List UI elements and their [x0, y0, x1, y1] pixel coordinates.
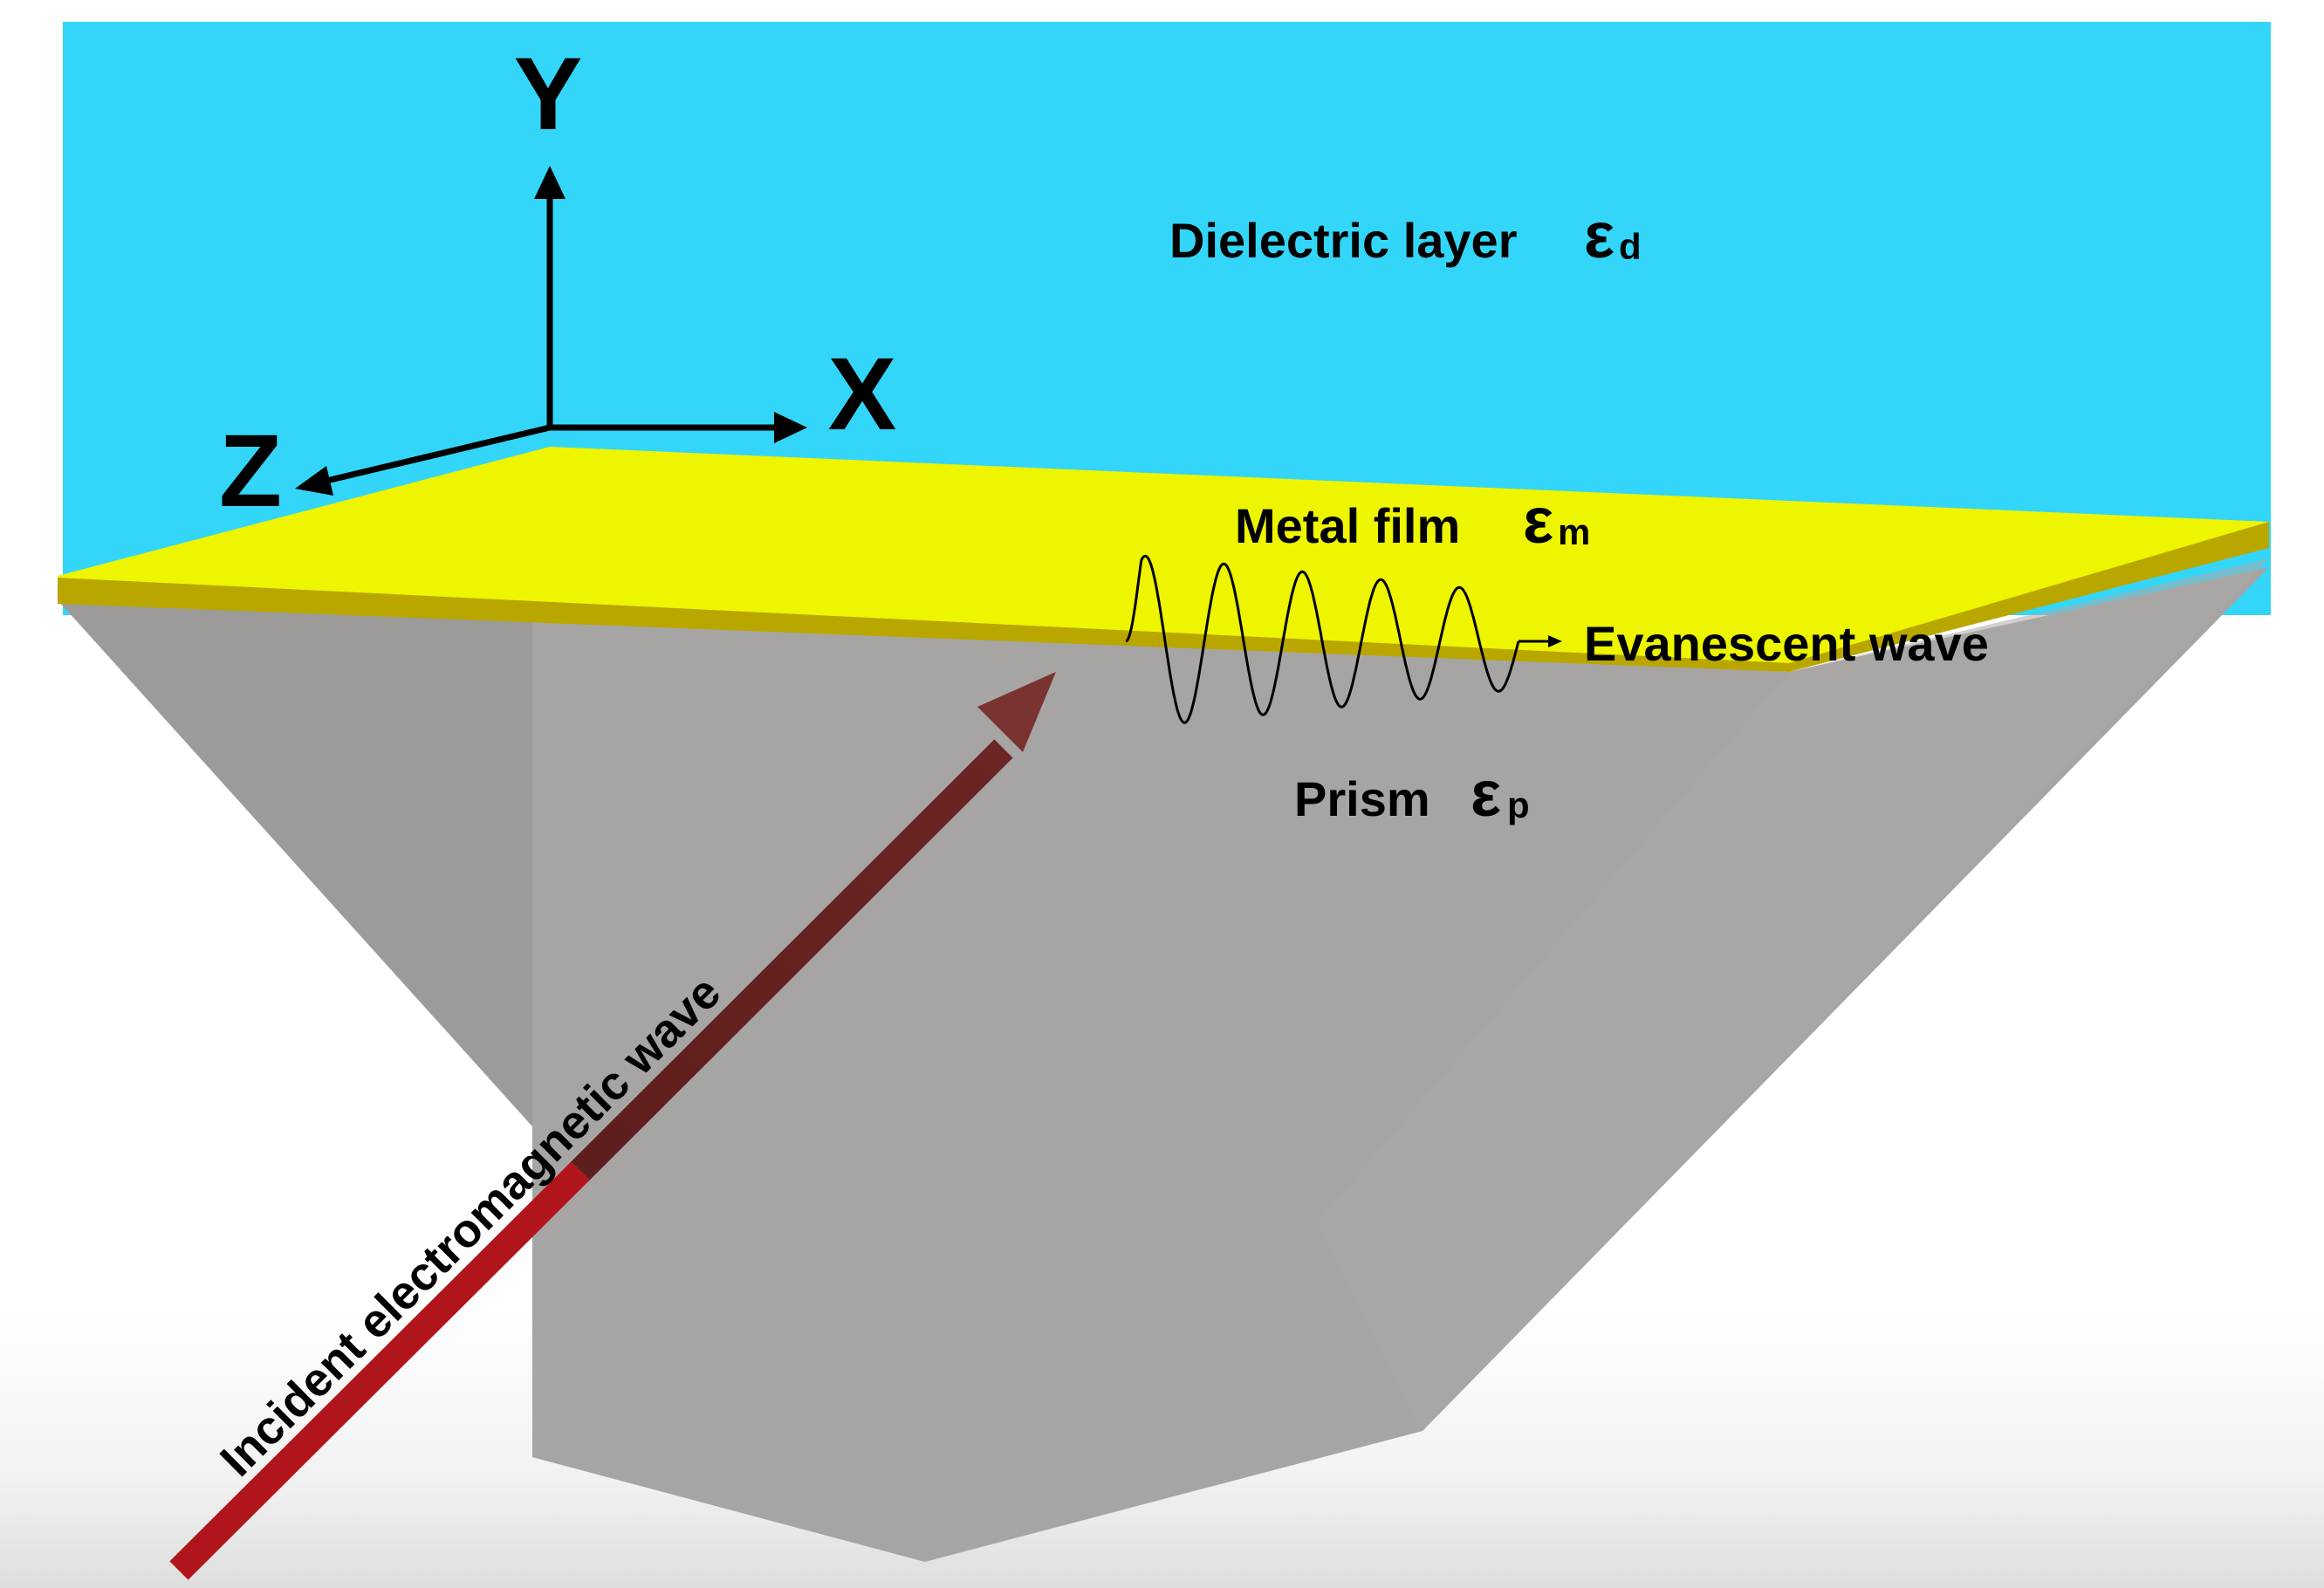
x-axis-arrowhead — [774, 412, 807, 443]
dielectric-label-text: Dielectric layer — [1169, 213, 1517, 268]
z-axis-label: Z — [219, 414, 282, 529]
prism-label-text: Prism — [1294, 771, 1430, 826]
y-axis-arrowhead — [534, 166, 566, 199]
incident-beam-arrowhead — [977, 672, 1056, 752]
prism-label: Prism ε p — [1294, 757, 1530, 830]
y-axis-label: Y — [514, 37, 583, 152]
metal-film-epsilon-subscript: m — [1558, 511, 1590, 552]
dielectric-epsilon: ε — [1584, 199, 1614, 271]
prism-epsilon: ε — [1470, 757, 1501, 830]
metal-film-epsilon: ε — [1523, 484, 1553, 557]
metal-film-label: Metal film ε m — [1235, 484, 1590, 557]
prism-epsilon-subscript: p — [1507, 784, 1530, 825]
metal-film-top — [58, 447, 2269, 663]
evanescent-wave-arrowhead — [1548, 635, 1562, 647]
metal-film-label-text: Metal film — [1235, 498, 1460, 553]
dielectric-epsilon-subscript: d — [1619, 226, 1642, 267]
incident-beam-inside — [571, 739, 1013, 1181]
x-axis-label: X — [828, 337, 897, 452]
evanescent-wave-curve — [1125, 554, 1520, 724]
z-axis-arrowhead — [295, 466, 333, 496]
z-axis-line — [322, 424, 551, 485]
evanescent-wave-label: Evanescent wave — [1584, 616, 1989, 671]
dielectric-label: Dielectric layer ε d — [1169, 199, 1642, 271]
incident-beam-outside — [169, 1161, 590, 1580]
coordinate-axes: Y X Z — [219, 37, 896, 529]
prism-right-face — [1318, 558, 2269, 1431]
